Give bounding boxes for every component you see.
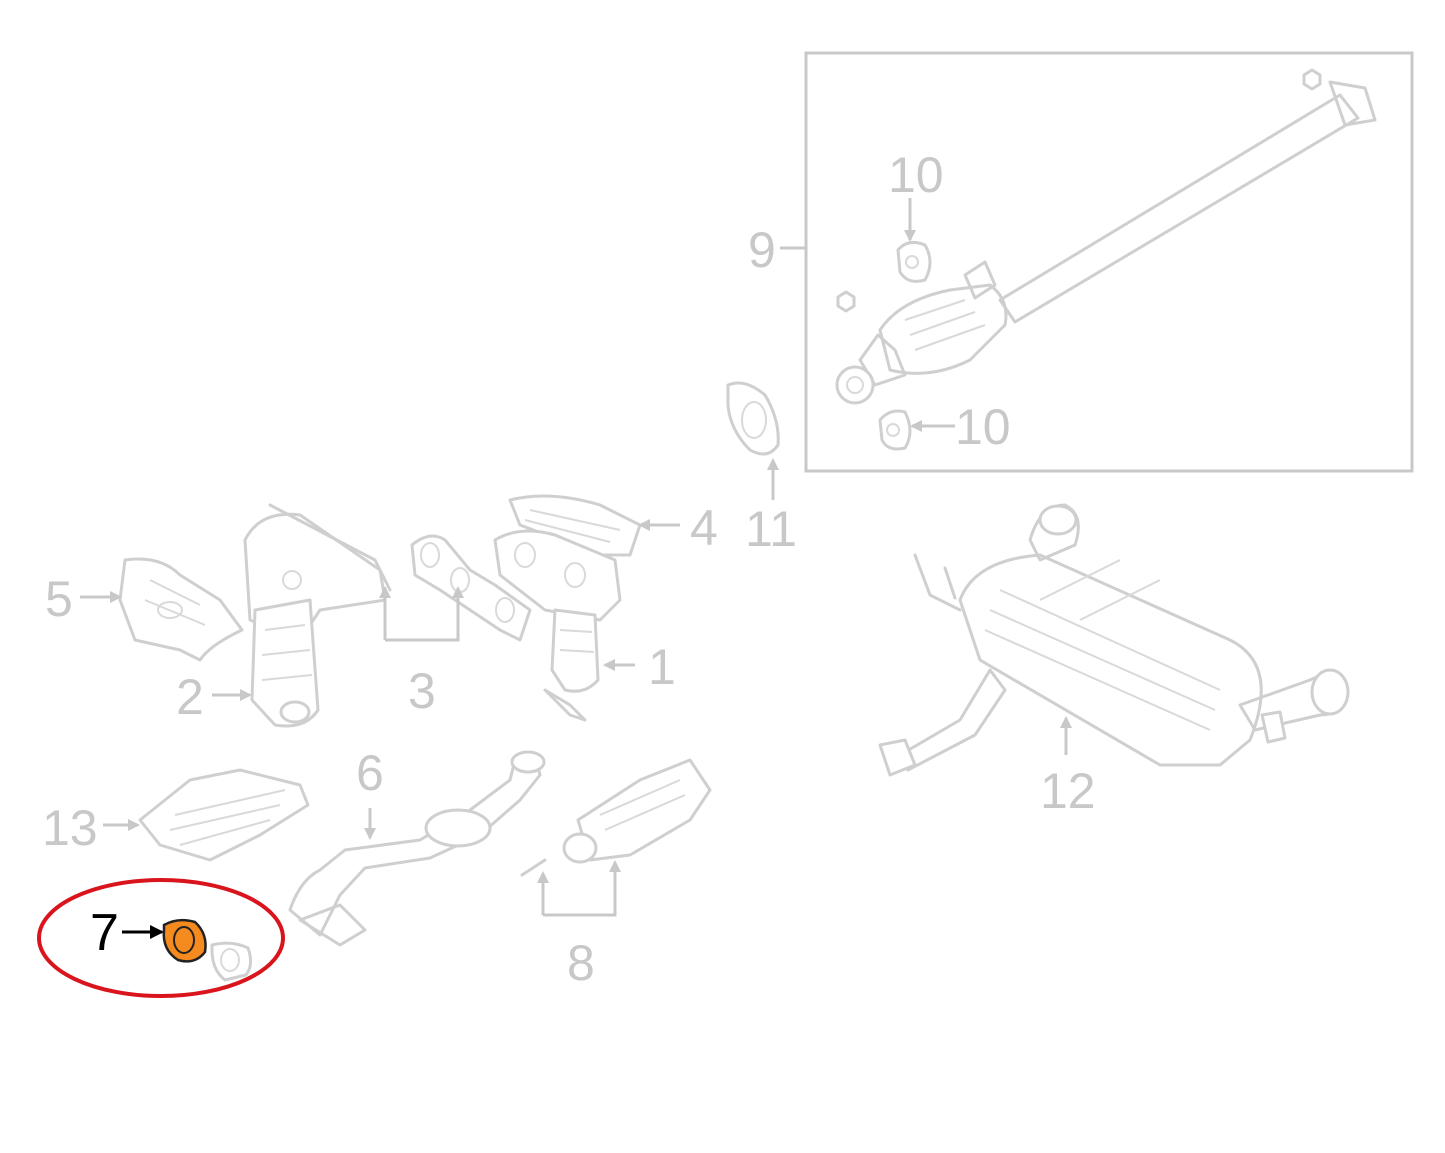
callout-2: 2: [176, 669, 204, 725]
part-1-exhaust-manifold-rear[interactable]: [493, 529, 622, 722]
callout-3: 3: [408, 663, 436, 719]
part-10-rubber-hanger-top[interactable]: [896, 240, 932, 283]
part-8-catalytic-converter[interactable]: [520, 758, 712, 877]
callout-9: 9: [748, 222, 776, 278]
inset-frame: [804, 51, 1414, 473]
callout-1: 1: [648, 639, 676, 695]
part-12-muffler[interactable]: [878, 503, 1350, 777]
callout-7: 7: [90, 904, 119, 962]
callout-6: 6: [356, 745, 384, 801]
callout-10-bottom: 10: [955, 399, 1011, 455]
part-2-exhaust-manifold-front[interactable]: [243, 503, 392, 728]
leader-lines: [80, 198, 1072, 939]
part-5-heat-shield[interactable]: [118, 557, 244, 662]
callout-8: 8: [567, 935, 595, 991]
part-7-gasket-highlighted[interactable]: [162, 918, 207, 963]
nut-icon: [836, 68, 1322, 313]
callout-5: 5: [45, 571, 73, 627]
callout-12: 12: [1040, 763, 1096, 819]
flange-gasket-part: [210, 941, 253, 982]
part-11-gasket[interactable]: [726, 381, 780, 456]
callout-4: 4: [690, 500, 718, 556]
part-10-rubber-hanger-bottom[interactable]: [878, 409, 912, 451]
highlight-ring: [37, 878, 285, 998]
callout-13: 13: [42, 800, 98, 856]
part-9-center-pipe[interactable]: [835, 80, 1377, 405]
part-13-heat-protector[interactable]: [138, 768, 310, 862]
callout-10-top: 10: [888, 147, 944, 203]
part-6-front-pipe[interactable]: [288, 750, 546, 947]
callout-11: 11: [745, 501, 797, 557]
